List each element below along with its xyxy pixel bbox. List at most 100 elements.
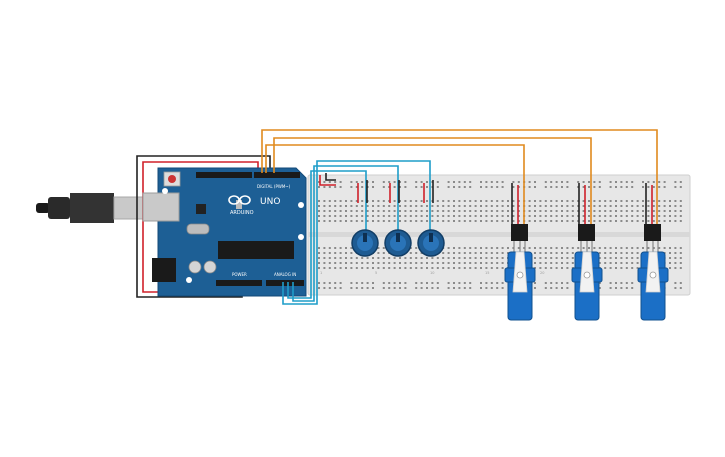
- breadboard-hole[interactable]: [490, 247, 493, 249]
- breadboard-hole[interactable]: [679, 282, 682, 284]
- breadboard-hole[interactable]: [631, 262, 634, 264]
- breadboard-hole[interactable]: [669, 205, 671, 207]
- breadboard-hole[interactable]: [458, 247, 461, 249]
- breadboard-hole[interactable]: [625, 252, 628, 254]
- breadboard-hole[interactable]: [453, 186, 455, 188]
- breadboard-hole[interactable]: [436, 262, 439, 264]
- breadboard-hole[interactable]: [382, 210, 385, 212]
- breadboard-hole[interactable]: [334, 181, 337, 183]
- breadboard-hole[interactable]: [372, 200, 374, 202]
- breadboard-hole[interactable]: [609, 262, 612, 264]
- breadboard-hole[interactable]: [345, 205, 347, 207]
- breadboard-hole[interactable]: [393, 210, 396, 212]
- breadboard-hole[interactable]: [512, 200, 515, 202]
- breadboard-hole[interactable]: [399, 205, 401, 207]
- breadboard-hole[interactable]: [334, 210, 337, 212]
- breadboard-hole[interactable]: [431, 262, 434, 264]
- breadboard-hole[interactable]: [453, 262, 455, 264]
- breadboard-hole[interactable]: [458, 200, 461, 202]
- breadboard-hole[interactable]: [318, 282, 320, 284]
- breadboard-hole[interactable]: [647, 220, 650, 222]
- breadboard-hole[interactable]: [393, 205, 396, 207]
- power-header[interactable]: [216, 280, 262, 286]
- breadboard-hole[interactable]: [620, 220, 623, 222]
- breadboard-hole[interactable]: [334, 215, 337, 217]
- breadboard-hole[interactable]: [474, 267, 477, 269]
- breadboard-hole[interactable]: [652, 181, 655, 183]
- breadboard-hole[interactable]: [480, 262, 482, 264]
- breadboard-hole[interactable]: [339, 215, 342, 217]
- breadboard-hole[interactable]: [550, 262, 553, 264]
- breadboard-hole[interactable]: [512, 181, 515, 183]
- breadboard-hole[interactable]: [593, 220, 596, 222]
- breadboard-hole[interactable]: [323, 210, 326, 212]
- breadboard-hole[interactable]: [636, 262, 639, 264]
- arduino-uno-board[interactable]: ARDUINO UNO DIGITAL (PWM~) POWER ANALOG …: [142, 167, 307, 297]
- breadboard-hole[interactable]: [555, 252, 558, 254]
- breadboard-hole[interactable]: [571, 252, 574, 254]
- breadboard-hole[interactable]: [377, 247, 380, 249]
- breadboard-hole[interactable]: [631, 267, 634, 269]
- breadboard-hole[interactable]: [323, 282, 326, 284]
- breadboard-hole[interactable]: [393, 186, 396, 188]
- breadboard-hole[interactable]: [415, 181, 418, 183]
- breadboard-hole[interactable]: [501, 186, 504, 188]
- breadboard-hole[interactable]: [426, 181, 428, 183]
- breadboard-hole[interactable]: [463, 282, 466, 284]
- breadboard-hole[interactable]: [512, 220, 515, 222]
- breadboard-hole[interactable]: [615, 262, 617, 264]
- breadboard-hole[interactable]: [555, 200, 558, 202]
- breadboard-hole[interactable]: [625, 262, 628, 264]
- breadboard-hole[interactable]: [463, 287, 466, 289]
- breadboard-hole[interactable]: [420, 262, 423, 264]
- breadboard-hole[interactable]: [485, 267, 488, 269]
- breadboard-hole[interactable]: [404, 267, 407, 269]
- breadboard-hole[interactable]: [458, 282, 461, 284]
- breadboard-hole[interactable]: [361, 220, 364, 222]
- breadboard-hole[interactable]: [420, 210, 423, 212]
- breadboard-hole[interactable]: [566, 200, 569, 202]
- breadboard-hole[interactable]: [318, 186, 320, 188]
- breadboard-hole[interactable]: [539, 252, 542, 254]
- breadboard-hole[interactable]: [490, 257, 493, 259]
- breadboard-hole[interactable]: [490, 262, 493, 264]
- breadboard-hole[interactable]: [485, 205, 488, 207]
- breadboard-hole[interactable]: [420, 287, 423, 289]
- breadboard-hole[interactable]: [345, 215, 347, 217]
- breadboard-hole[interactable]: [555, 205, 558, 207]
- breadboard-hole[interactable]: [528, 181, 531, 183]
- breadboard-hole[interactable]: [496, 282, 499, 284]
- breadboard-hole[interactable]: [393, 282, 396, 284]
- breadboard-hole[interactable]: [501, 267, 504, 269]
- breadboard-hole[interactable]: [658, 186, 661, 188]
- breadboard-hole[interactable]: [604, 252, 607, 254]
- breadboard-hole[interactable]: [679, 210, 682, 212]
- breadboard-hole[interactable]: [561, 247, 563, 249]
- breadboard-hole[interactable]: [404, 220, 407, 222]
- breadboard-hole[interactable]: [415, 220, 418, 222]
- breadboard-hole[interactable]: [382, 220, 385, 222]
- breadboard-hole[interactable]: [469, 267, 472, 269]
- breadboard-hole[interactable]: [625, 205, 628, 207]
- breadboard-hole[interactable]: [436, 215, 439, 217]
- breadboard-hole[interactable]: [555, 215, 558, 217]
- breadboard-hole[interactable]: [582, 220, 585, 222]
- breadboard-hole[interactable]: [328, 257, 331, 259]
- breadboard-hole[interactable]: [501, 247, 504, 249]
- breadboard-hole[interactable]: [496, 257, 499, 259]
- breadboard-hole[interactable]: [669, 252, 671, 254]
- breadboard-hole[interactable]: [550, 252, 553, 254]
- breadboard-hole[interactable]: [399, 262, 401, 264]
- breadboard-hole[interactable]: [453, 200, 455, 202]
- breadboard-hole[interactable]: [388, 210, 391, 212]
- breadboard-hole[interactable]: [561, 267, 563, 269]
- breadboard-hole[interactable]: [393, 215, 396, 217]
- breadboard-hole[interactable]: [669, 210, 671, 212]
- breadboard-hole[interactable]: [442, 262, 445, 264]
- breadboard-hole[interactable]: [528, 210, 531, 212]
- breadboard-hole[interactable]: [663, 210, 666, 212]
- breadboard-hole[interactable]: [642, 200, 644, 202]
- breadboard-hole[interactable]: [323, 287, 326, 289]
- breadboard-hole[interactable]: [636, 205, 639, 207]
- breadboard-hole[interactable]: [550, 205, 553, 207]
